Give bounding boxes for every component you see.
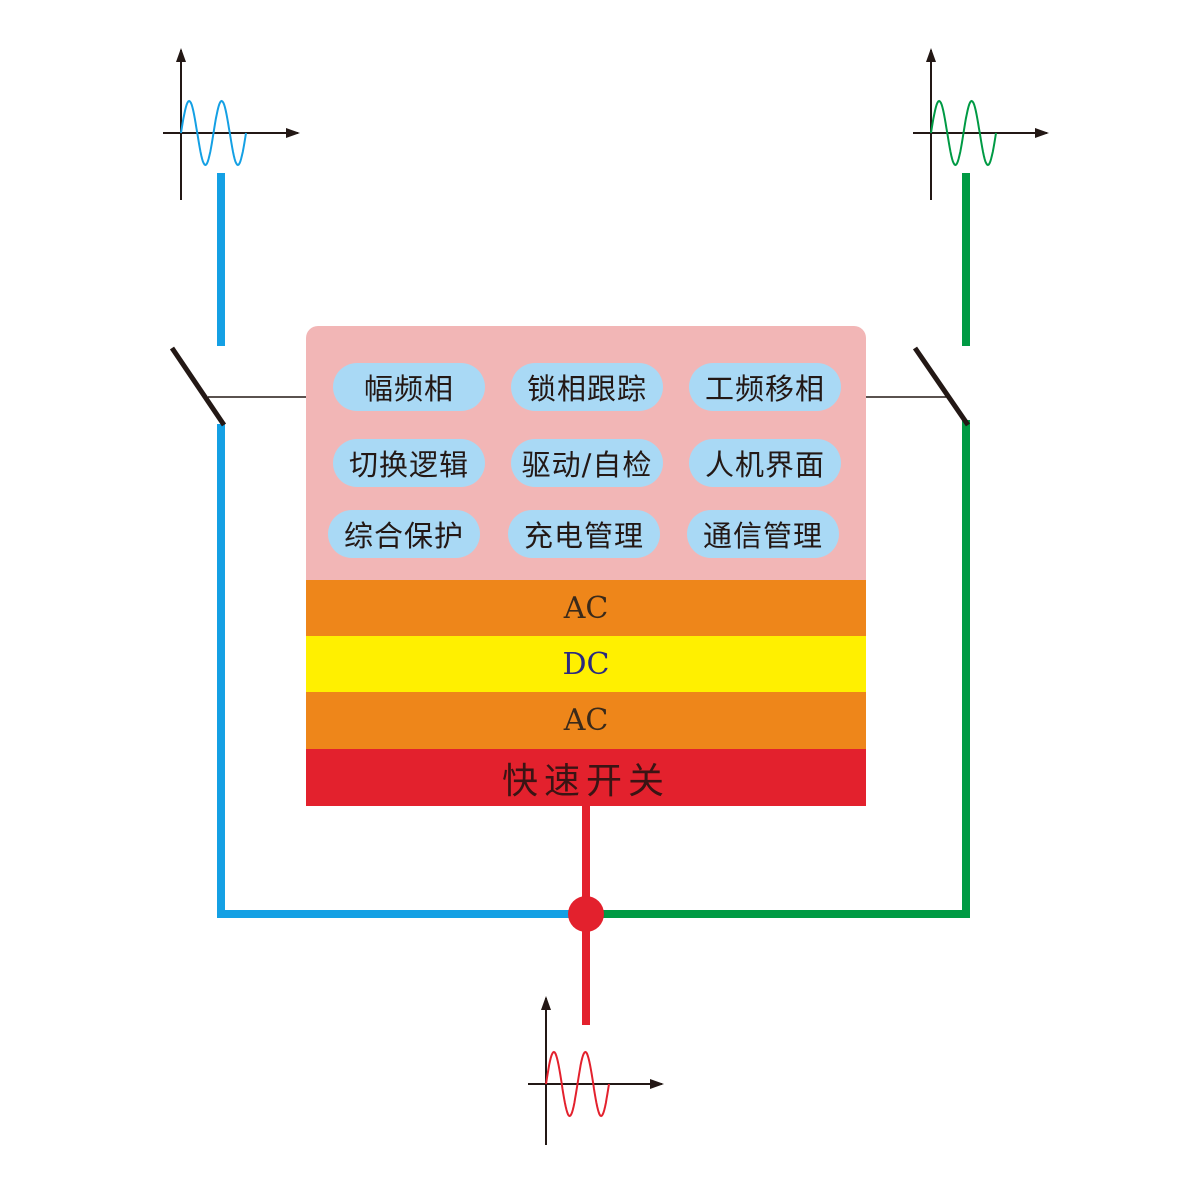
function-switching-logic: 切换逻辑 xyxy=(333,439,485,487)
source-b-switch-blade xyxy=(912,346,971,427)
source-b-line xyxy=(586,173,970,918)
ac-input-band: AC xyxy=(306,580,866,636)
output-sine-wave-icon xyxy=(528,996,664,1145)
controller-panel: 幅频相 锁相跟踪 工频移相 切换逻辑 驱动/自检 人机界面 综合保护 充电管理 … xyxy=(306,326,866,806)
source-b-sine-wave-icon xyxy=(913,48,1049,200)
function-phase-lock-tracking: 锁相跟踪 xyxy=(511,363,663,411)
function-amplitude-frequency-phase: 幅频相 xyxy=(333,363,485,411)
function-drive-self-check: 驱动/自检 xyxy=(511,439,663,487)
function-frequency-phase-shift: 工频移相 xyxy=(689,363,841,411)
ac-output-band: AC xyxy=(306,692,866,749)
dc-band: DC xyxy=(306,636,866,692)
function-integrated-protection: 综合保护 xyxy=(328,510,480,558)
function-communication-management: 通信管理 xyxy=(687,510,839,558)
source-a-sine-wave-icon xyxy=(163,48,300,200)
source-a-line xyxy=(217,173,586,918)
junction-node xyxy=(568,896,604,932)
function-hmi: 人机界面 xyxy=(689,439,841,487)
function-charging-management: 充电管理 xyxy=(508,510,660,558)
fast-switch-band: 快速开关 xyxy=(306,749,866,806)
source-a-switch-blade xyxy=(169,346,227,427)
